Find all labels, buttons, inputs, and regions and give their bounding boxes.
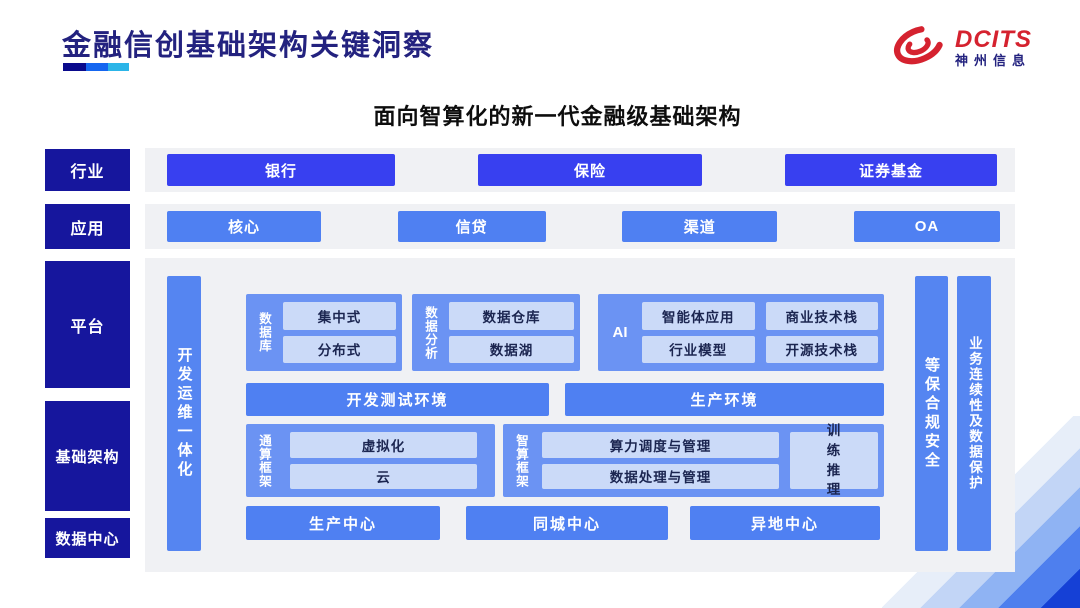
analytics-group-label: 数据分析 [423, 305, 437, 360]
general-compute-label: 通算框架 [257, 433, 271, 488]
industry-row: 银行 保险 证券基金 [145, 148, 1015, 192]
compute-item-scheduling: 算力调度与管理 [542, 432, 779, 458]
center-remote: 异地中心 [690, 506, 880, 540]
security-vertical-bar: 等保合规安全 [915, 276, 948, 551]
ai-item-commercial-stack: 商业技术栈 [765, 302, 878, 330]
database-group: 数据库 集中式 分布式 [246, 294, 402, 371]
application-item-channel: 渠道 [622, 211, 778, 242]
database-item-distributed: 分布式 [283, 335, 396, 363]
dcits-logo: DCITS 神州信息 [890, 20, 1032, 75]
training-inference-label: 训练推理 [826, 423, 842, 498]
rail-label-application: 应用 [45, 204, 130, 249]
industry-item-bank: 银行 [167, 154, 395, 186]
database-group-label: 数据库 [257, 312, 271, 353]
dev-test-environment-bar: 开发测试环境 [246, 383, 549, 416]
application-item-core: 核心 [167, 211, 321, 242]
industry-item-insurance: 保险 [478, 154, 702, 186]
rail-label-datacenter: 数据中心 [45, 518, 130, 558]
ai-group-label: AI [612, 324, 628, 341]
database-item-centralized: 集中式 [283, 302, 396, 330]
industry-item-securities: 证券基金 [785, 154, 997, 186]
analytics-group: 数据分析 数据仓库 数据湖 [412, 294, 580, 371]
logo-brand: DCITS [955, 26, 1032, 54]
application-item-credit: 信贷 [397, 211, 546, 242]
training-inference-box: 训练推理 [790, 423, 878, 497]
production-environment-bar: 生产环境 [565, 383, 884, 416]
general-compute-items: 虚拟化 云 [290, 432, 477, 489]
devops-vertical-bar: 开发运维一体化 [167, 276, 201, 551]
application-item-oa: OA [853, 211, 1000, 242]
rail-label-platform: 平台 [45, 261, 130, 388]
ai-group-items: 智能体应用 商业技术栈 行业模型 开源技术栈 [642, 302, 878, 363]
center-production: 生产中心 [246, 506, 440, 540]
title-underline [63, 63, 129, 71]
compute-item-dataprocessing: 数据处理与管理 [542, 463, 779, 489]
application-row: 核心 信贷 渠道 OA [145, 204, 1015, 249]
ai-compute-group: 智算框架 算力调度与管理 数据处理与管理 训练推理 [503, 423, 884, 497]
ai-compute-label: 智算框架 [514, 433, 528, 488]
diagram-title: 面向智算化的新一代金融级基础架构 [373, 104, 742, 129]
analytics-group-items: 数据仓库 数据湖 [449, 302, 574, 363]
ai-compute-items: 算力调度与管理 数据处理与管理 [542, 432, 779, 489]
compute-item-virtualization: 虚拟化 [290, 432, 477, 458]
center-samecity: 同城中心 [466, 506, 668, 540]
analytics-item-warehouse: 数据仓库 [449, 302, 574, 330]
logo-text: DCITS 神州信息 [955, 27, 1032, 68]
underline-segment [108, 63, 129, 71]
database-group-items: 集中式 分布式 [283, 302, 396, 363]
ai-item-agent-app: 智能体应用 [642, 302, 755, 330]
general-compute-group: 通算框架 虚拟化 云 [246, 424, 495, 497]
compute-item-cloud: 云 [290, 463, 477, 489]
rail-label-industry: 行业 [45, 149, 130, 191]
logo-company: 神州信息 [955, 53, 1032, 69]
page-title: 金融信创基础架构关键洞察 [62, 30, 435, 62]
platform-panel: 开发运维一体化 等保合规安全 业务连续性及数据保护 数据库 集中式 分布式 数据… [145, 258, 1015, 572]
ai-group: AI 智能体应用 商业技术栈 行业模型 开源技术栈 [598, 294, 884, 371]
ai-item-opensource-stack: 开源技术栈 [765, 335, 878, 363]
analytics-item-datalake: 数据湖 [449, 335, 574, 363]
underline-segment [86, 63, 108, 71]
underline-segment [63, 63, 86, 71]
continuity-vertical-bar: 业务连续性及数据保护 [957, 276, 991, 551]
ai-item-industry-model: 行业模型 [642, 335, 755, 363]
logo-swirl-icon [890, 20, 948, 75]
rail-label-infrastructure: 基础架构 [45, 401, 130, 511]
